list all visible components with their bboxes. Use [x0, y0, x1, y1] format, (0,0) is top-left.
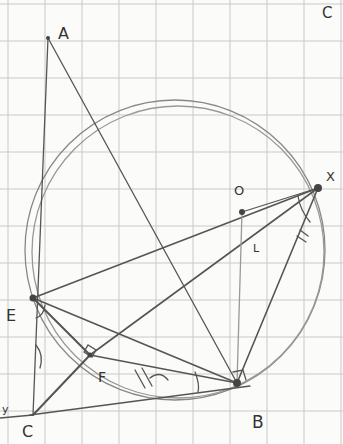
point-label: E — [6, 308, 16, 324]
point-label: B — [252, 414, 264, 431]
point-label: X — [326, 170, 335, 183]
point-label: y — [2, 404, 9, 415]
point-label: C — [322, 6, 332, 21]
point-label: C — [22, 424, 33, 440]
point-label: A — [58, 26, 69, 42]
point-label: F — [98, 370, 106, 384]
point-label: O — [234, 184, 244, 197]
point-label: L — [253, 243, 259, 254]
